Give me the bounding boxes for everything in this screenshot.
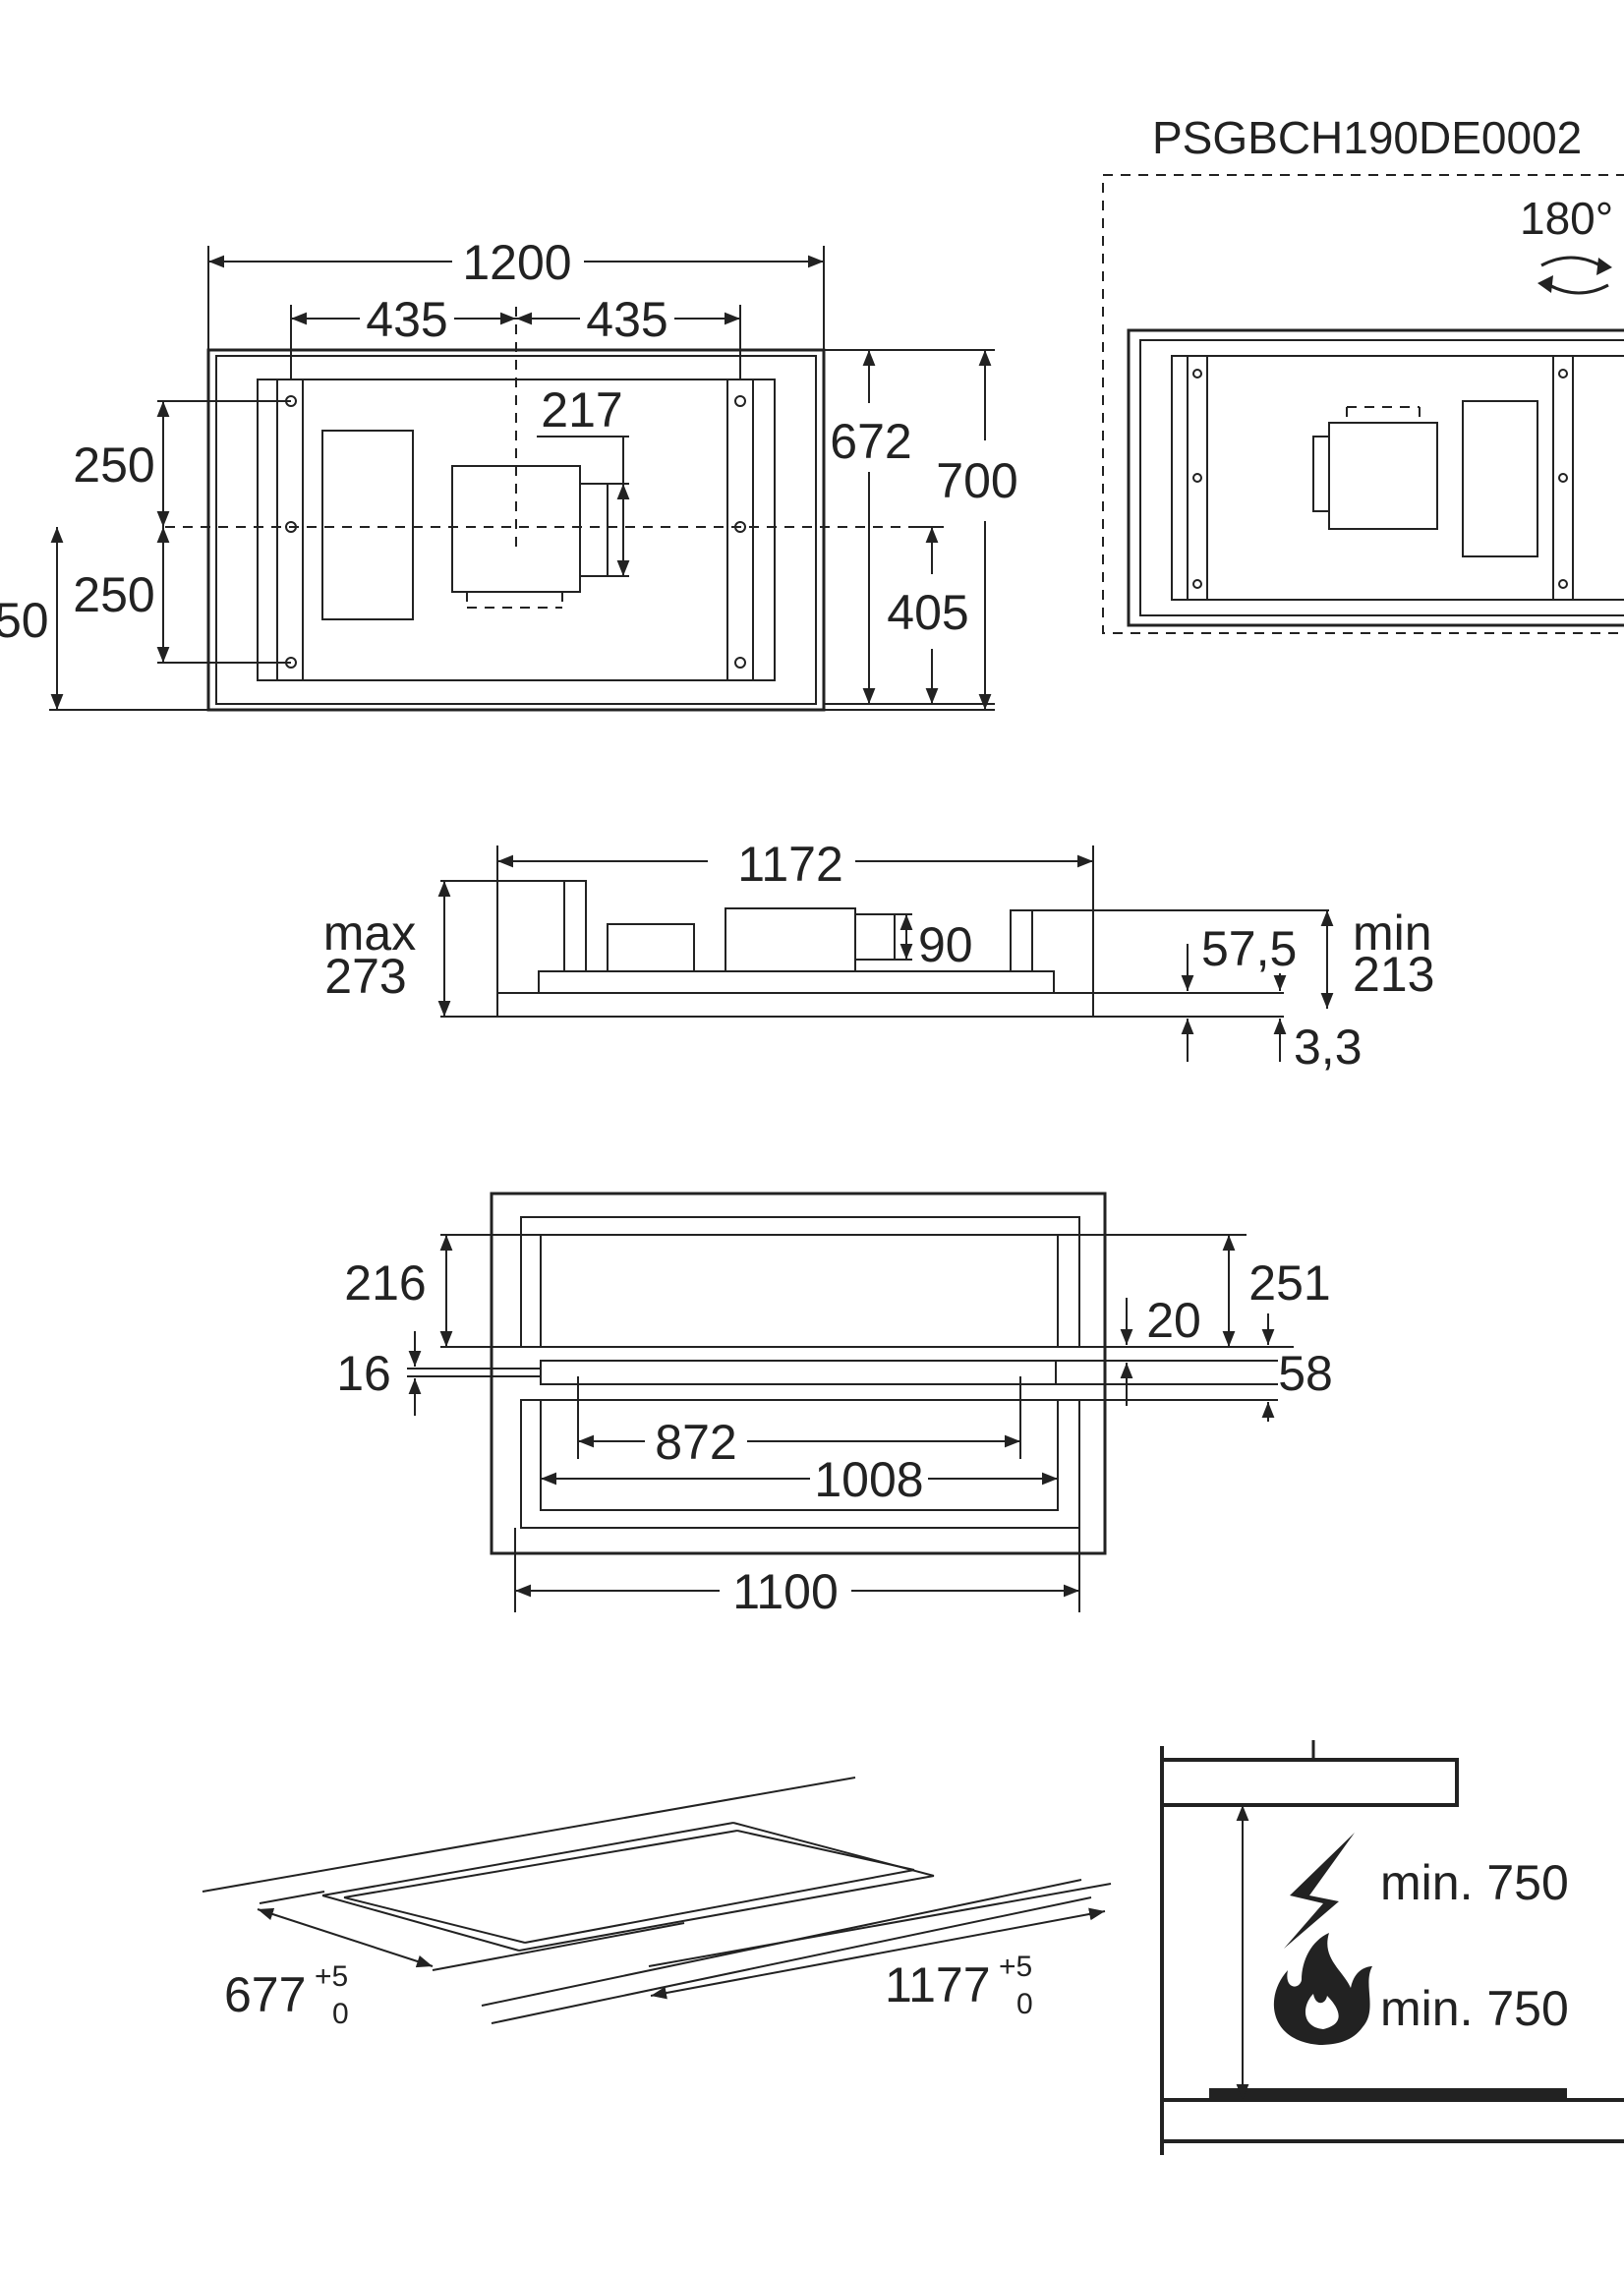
- ceiling-opening-view: 677 +5 0 1177 +5 0: [202, 1777, 1112, 2030]
- dim-left-partial: 50: [0, 593, 49, 648]
- dim-center-offset: 405: [887, 585, 968, 640]
- rotated-view: 180°: [1102, 174, 1624, 634]
- model-code: PSGBCH190DE0002: [1152, 112, 1582, 163]
- rotate-icon: [1537, 256, 1612, 295]
- width-tol-plus: +5: [999, 1951, 1032, 1983]
- dim-upper-spacing: 250: [73, 437, 154, 493]
- cutout-view: 216 251 20 16 58 872 1008 1100: [336, 1192, 1333, 1619]
- max-label: max: [323, 905, 416, 961]
- depth-tol-plus: +5: [315, 1960, 348, 1993]
- dim-inner-depth: 672: [830, 414, 911, 469]
- dim-half-right: 435: [586, 292, 667, 347]
- dim-half-left: 435: [366, 292, 447, 347]
- dim-outer-width: 1100: [732, 1564, 839, 1619]
- dim-mid-width: 1008: [814, 1452, 923, 1507]
- dim-opening-width: 1177: [885, 1957, 991, 2012]
- dim-opening-depth: 677: [224, 1967, 306, 2022]
- dim-upper-inner: 216: [344, 1255, 426, 1311]
- dim-min-height: 213: [1353, 947, 1434, 1002]
- dim-lower-spacing: 250: [73, 567, 154, 622]
- dim-offset: 57,5: [1201, 921, 1297, 976]
- side-view: 1172 max 273 90 57,5 min 213 3,3: [323, 837, 1435, 1075]
- dim-gap: 20: [1146, 1293, 1201, 1348]
- dim-length: 1172: [737, 837, 843, 892]
- dim-outer-depth: 700: [936, 453, 1017, 508]
- gas-clearance: min. 750: [1380, 1981, 1569, 2036]
- dim-max-height: 273: [324, 949, 406, 1004]
- dim-slot: 16: [336, 1346, 391, 1401]
- dim-outlet-offset: 217: [541, 382, 622, 437]
- dim-offset-58: 58: [1278, 1346, 1333, 1401]
- dim-inner-width: 872: [655, 1415, 736, 1470]
- gas-flame-icon: [1273, 1933, 1372, 2045]
- dim-outlet-height: 90: [918, 917, 973, 972]
- clearance-view: min. 750 min. 750: [1160, 1740, 1624, 2155]
- dim-thickness: 3,3: [1294, 1020, 1363, 1075]
- top-view: 1200 435 435 217 250 250 50 672 700 405: [0, 235, 1018, 712]
- depth-tol-zero: 0: [332, 1998, 349, 2030]
- dim-overall-width: 1200: [462, 235, 571, 290]
- dim-upper-outer: 251: [1248, 1255, 1330, 1311]
- min-label: min: [1353, 905, 1432, 961]
- width-tol-zero: 0: [1016, 1988, 1033, 2020]
- electric-clearance: min. 750: [1380, 1855, 1569, 1910]
- electric-icon: [1284, 1833, 1355, 1949]
- rotation-label: 180°: [1520, 193, 1613, 244]
